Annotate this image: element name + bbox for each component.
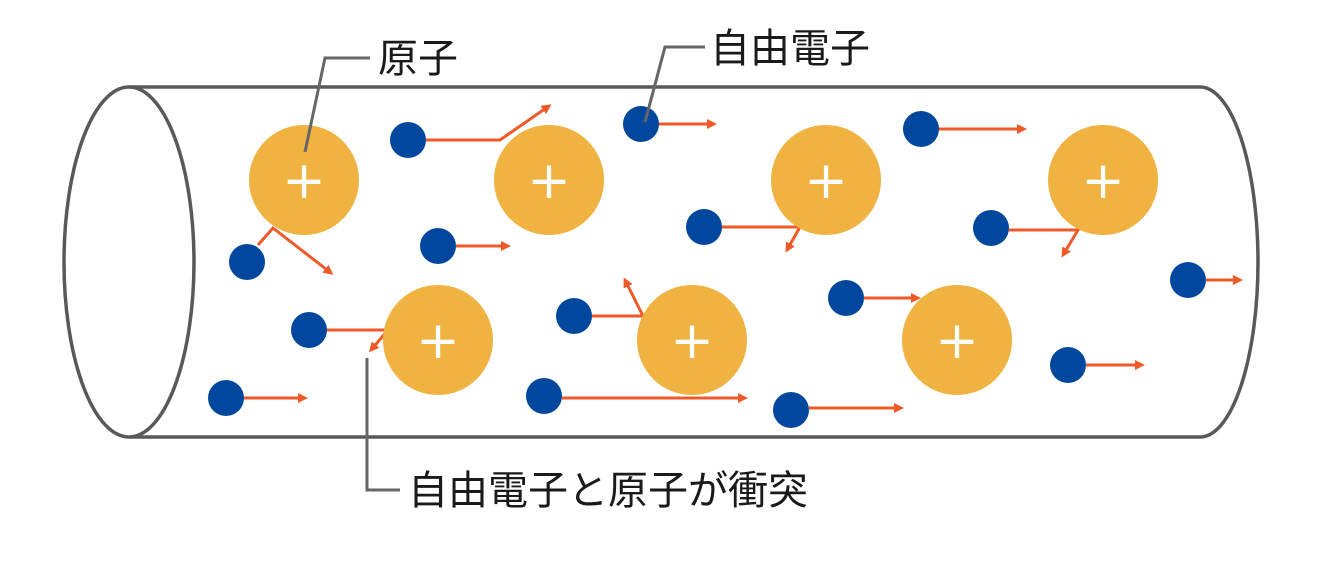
atom-label: 原子 — [378, 36, 458, 82]
free-electron-3 — [903, 111, 939, 147]
free-electron-12 — [208, 380, 244, 416]
electron-arrow-1 — [426, 104, 552, 142]
atom-2: + — [494, 125, 604, 235]
free-electron-8 — [1170, 262, 1206, 298]
atom-circle — [1048, 125, 1158, 235]
free-electron-label: 自由電子 — [710, 26, 870, 72]
collision-leader-line — [365, 358, 400, 492]
atom-plus-sign: + — [670, 311, 714, 371]
free-electron-9 — [291, 312, 327, 348]
free-electron-1 — [390, 122, 426, 158]
electron-arrow-4 — [256, 225, 334, 275]
collision-label: 自由電子と原子が衝突 — [408, 468, 808, 514]
free-electron-4 — [229, 244, 265, 280]
free-electron-11 — [828, 280, 864, 316]
atom-circle — [494, 125, 604, 235]
atom-plus-sign: + — [935, 311, 979, 371]
atom-plus-sign: + — [1081, 151, 1125, 211]
electron-arrow-9 — [327, 328, 392, 353]
atom-circle — [383, 285, 493, 395]
free-electron-7 — [973, 210, 1009, 246]
atom-4: + — [1048, 125, 1158, 235]
atom-7: + — [902, 285, 1012, 395]
free-electrons — [208, 106, 1206, 428]
wire-end-face — [62, 85, 196, 439]
atom-circle — [771, 125, 881, 235]
atom-6: + — [637, 285, 747, 395]
atom-1: + — [249, 125, 359, 235]
wire — [62, 85, 1260, 439]
atoms: + + + + + + + — [249, 125, 1158, 395]
free-electron-leader-line — [643, 45, 705, 123]
free-electron-10 — [556, 298, 592, 334]
free-electron-13 — [526, 378, 562, 414]
atom-leader-line — [303, 56, 370, 153]
free-electron-14 — [773, 392, 809, 428]
atom-circle — [902, 285, 1012, 395]
electron-arrow-10 — [592, 277, 646, 318]
atom-plus-sign: + — [527, 151, 571, 211]
electron-arrow-7 — [1009, 228, 1081, 258]
atom-circle — [637, 285, 747, 395]
atom-plus-sign: + — [282, 151, 326, 211]
free-electron-15 — [1050, 347, 1086, 383]
leader-lines — [303, 45, 705, 492]
atom-3: + — [771, 125, 881, 235]
free-electron-5 — [420, 228, 456, 264]
atom-circle — [249, 125, 359, 235]
free-electron-2 — [623, 106, 659, 142]
wire-body — [129, 85, 1260, 439]
atom-5: + — [383, 285, 493, 395]
free-electron-6 — [686, 209, 722, 245]
atom-plus-sign: + — [804, 151, 848, 211]
atom-plus-sign: + — [416, 311, 460, 371]
electron-arrow-6 — [722, 225, 803, 253]
